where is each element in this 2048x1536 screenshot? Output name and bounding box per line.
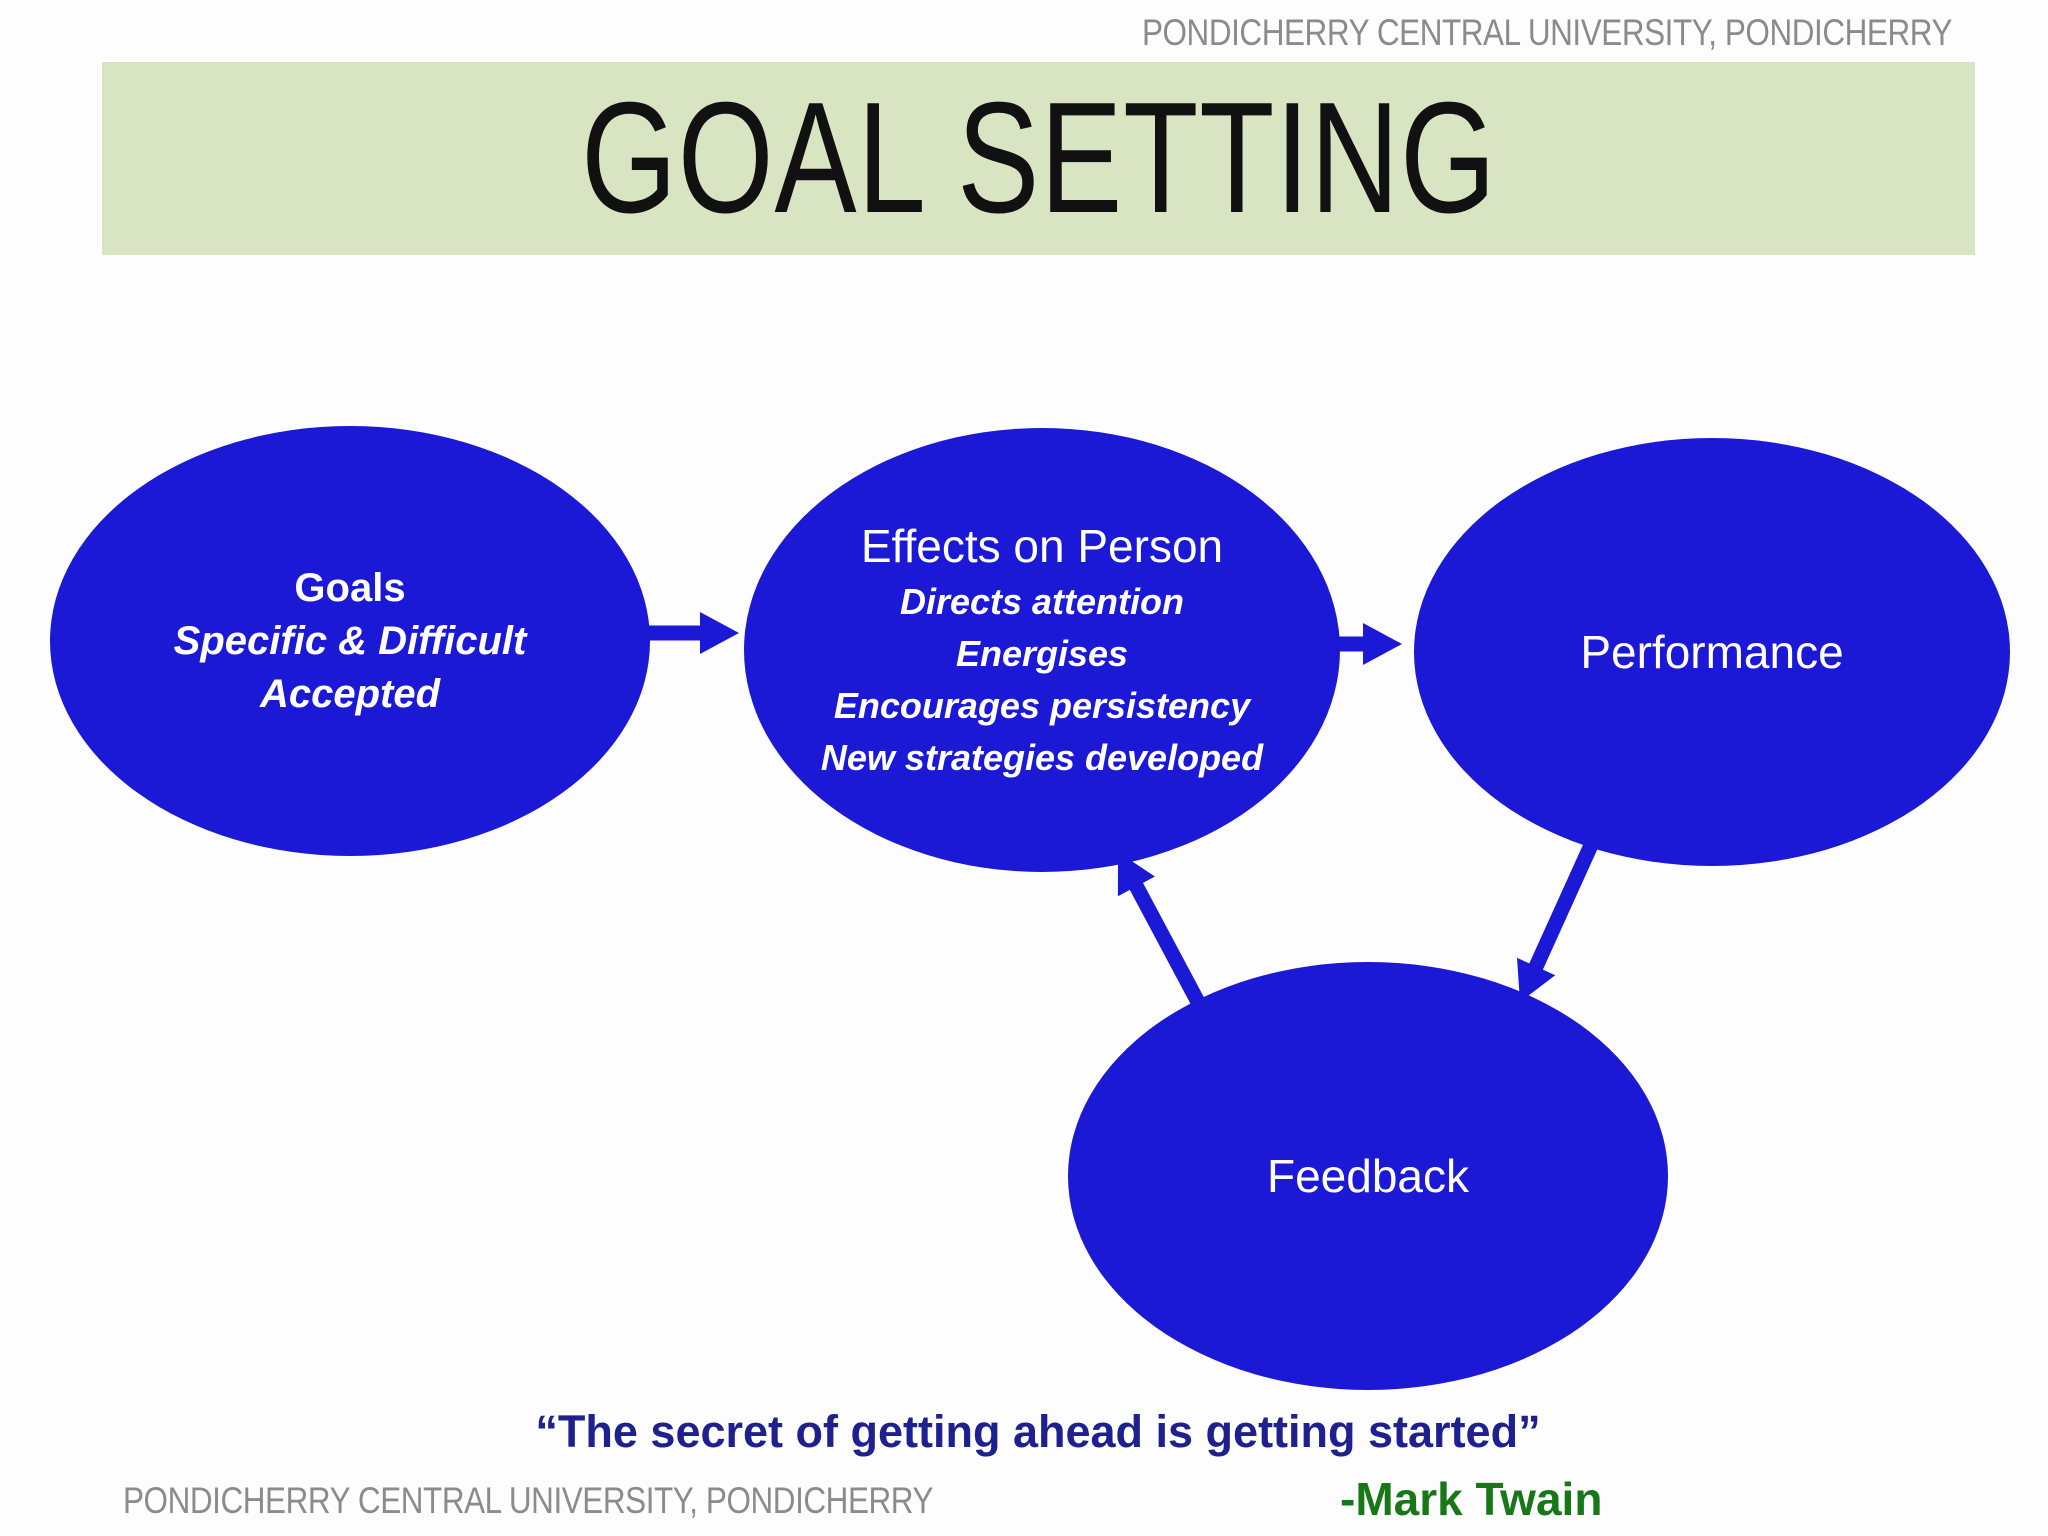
node-performance-label: Performance bbox=[1580, 626, 1844, 678]
title-banner: GOAL SETTING bbox=[102, 62, 1975, 255]
node-goals-line: Specific & Difficult bbox=[173, 618, 527, 663]
arrow-performance-to-feedback bbox=[1517, 839, 1599, 1002]
arrow-effects-to-performance bbox=[1330, 623, 1402, 665]
node-goals-title: Goals bbox=[294, 565, 406, 610]
node-effects-line: Directs attention bbox=[899, 581, 1185, 622]
header-institution: PONDICHERRY CENTRAL UNIVERSITY, PONDICHE… bbox=[999, 12, 1953, 54]
footer-institution-text: PONDICHERRY CENTRAL UNIVERSITY, PONDICHE… bbox=[123, 1480, 934, 1521]
node-goals: Goals Specific & Difficult Accepted bbox=[50, 426, 650, 856]
node-feedback-label: Feedback bbox=[1266, 1150, 1469, 1202]
footer-institution: PONDICHERRY CENTRAL UNIVERSITY, PONDICHE… bbox=[123, 1480, 1076, 1522]
node-goals-line: Accepted bbox=[259, 671, 441, 716]
arrow-goals-to-effects bbox=[648, 612, 739, 654]
header-institution-text: PONDICHERRY CENTRAL UNIVERSITY, PONDICHE… bbox=[1141, 12, 1953, 53]
quote-text: “The secret of getting ahead is getting … bbox=[535, 1406, 1541, 1457]
node-performance: Performance bbox=[1414, 438, 2010, 866]
quote-attribution: -Mark Twain bbox=[1340, 1473, 1603, 1525]
page-title: GOAL SETTING bbox=[580, 70, 1497, 246]
node-effects-line: New strategies developed bbox=[820, 737, 1264, 778]
arrow-feedback-to-effects bbox=[1117, 852, 1205, 1006]
node-effects-line: Encourages persistency bbox=[833, 685, 1251, 726]
node-effects-title: Effects on Person bbox=[860, 520, 1224, 572]
node-feedback: Feedback bbox=[1068, 962, 1668, 1390]
node-effects-on-person: Effects on Person Directs attention Ener… bbox=[744, 428, 1340, 872]
node-effects-line: Energises bbox=[955, 633, 1129, 674]
